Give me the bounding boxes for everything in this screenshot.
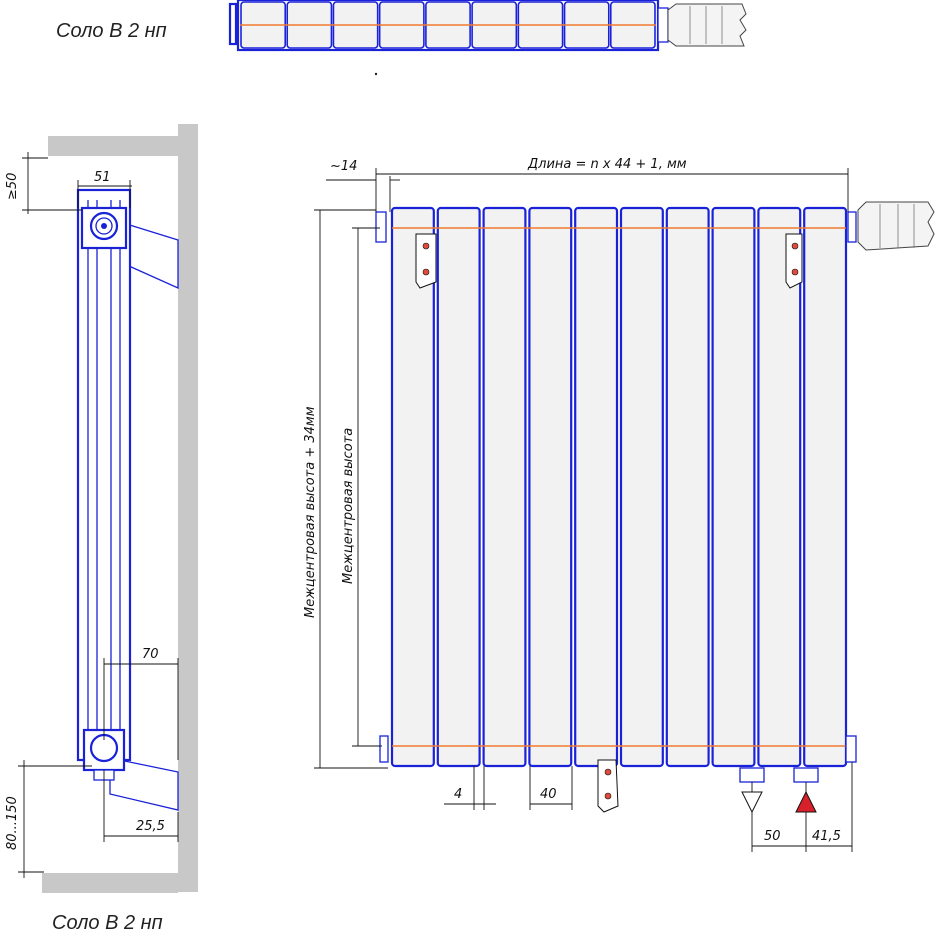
front-radiator-section <box>803 206 848 768</box>
front-radiator-section <box>528 206 573 768</box>
dim-side-14: ~14 <box>330 159 357 174</box>
dim-height-total: Межцентровая высота + 34мм <box>303 406 318 618</box>
pipe-connection-return <box>793 767 819 813</box>
dim-floor-gap: 80...150 <box>5 796 20 850</box>
front-radiator-section <box>436 206 481 768</box>
caption-top-view: Соло В 2 нп <box>56 20 167 42</box>
wall-bracket-right <box>785 233 803 289</box>
caption-side-view: Соло В 2 нп <box>52 912 163 934</box>
dim-height-center: Межцентровая высота <box>341 428 356 584</box>
dim-section-40: 40 <box>540 787 557 802</box>
pipe-connection-supply <box>739 767 765 814</box>
floor-bracket <box>597 759 619 813</box>
front-radiator-section <box>665 206 710 768</box>
dim-offset-70: 70 <box>142 647 159 662</box>
dim-gap-4: 4 <box>454 787 462 802</box>
dim-length-formula: Длина = n x 44 + 1, мм <box>527 157 687 172</box>
wall-bracket-left <box>415 233 437 289</box>
side-view-dimensions <box>18 152 179 878</box>
dim-offset-25-5: 25,5 <box>136 819 165 834</box>
top-view-radiator <box>228 0 747 52</box>
side-view-radiator <box>76 188 179 811</box>
front-view-dimensions <box>314 168 853 852</box>
dim-clearance-top: ≥50 <box>5 173 20 200</box>
front-radiator-section <box>574 206 619 768</box>
front-view-radiator <box>375 201 935 814</box>
front-radiator-section <box>757 206 802 768</box>
front-radiator-section <box>619 206 664 768</box>
front-radiator-section <box>390 206 435 768</box>
dim-depth-51: 51 <box>94 170 111 185</box>
dim-pipe-50: 50 <box>764 829 781 844</box>
front-radiator-section <box>482 206 527 768</box>
front-radiator-section <box>711 206 756 768</box>
wall-section <box>42 124 198 893</box>
dim-pipe-41-5: 41,5 <box>812 829 841 844</box>
